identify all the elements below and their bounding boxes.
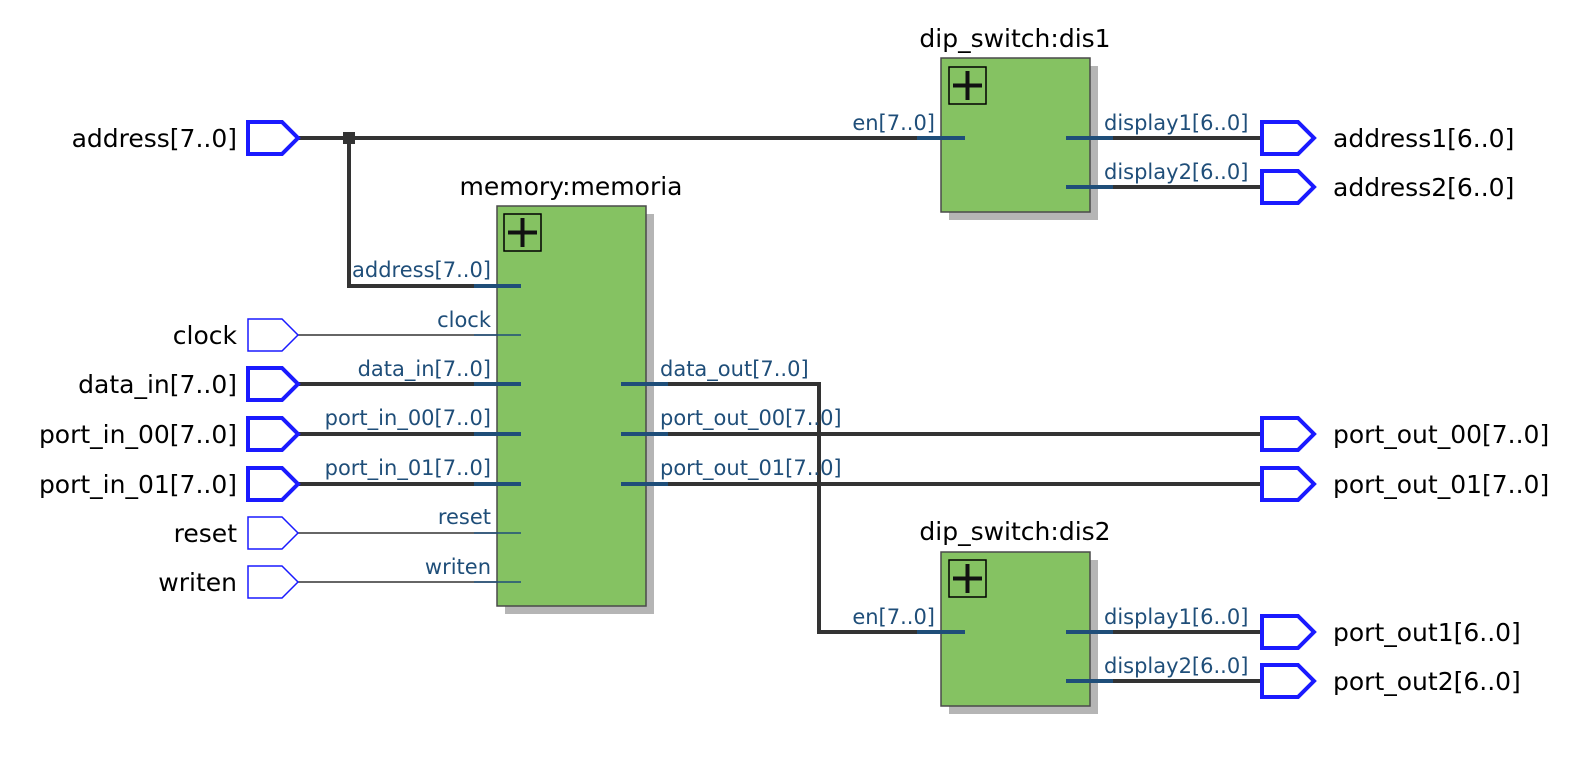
input-label-port-in-00: port_in_00[7..0]	[39, 420, 237, 449]
input-label-clock: clock	[173, 321, 238, 350]
input-label-reset: reset	[174, 519, 238, 548]
wire-data-out-to-dis2[interactable]	[646, 382, 940, 634]
pin-label-port-in-00: port_in_00[7..0]	[325, 406, 491, 431]
output-label-address2: address2[6..0]	[1333, 173, 1514, 202]
pin-label-port-out-01: port_out_01[7..0]	[660, 456, 842, 481]
wires	[298, 132, 1262, 683]
input-label-address: address[7..0]	[72, 124, 237, 153]
pin-label-en: en[7..0]	[852, 605, 935, 629]
pin-label-reset: reset	[438, 505, 491, 529]
pin-label-port-in-01: port_in_01[7..0]	[325, 456, 491, 481]
pin-label-display2: display2[6..0]	[1104, 160, 1248, 184]
output-port-port-out1[interactable]	[1260, 614, 1317, 650]
input-label-data-in: data_in[7..0]	[78, 370, 237, 399]
wire-junction	[343, 132, 355, 144]
output-port-port-out2[interactable]	[1260, 663, 1317, 699]
output-label-port-out1: port_out1[6..0]	[1333, 618, 1521, 647]
input-ports	[246, 120, 301, 599]
output-ports	[1260, 120, 1317, 699]
dis1-block-title: dip_switch:dis1	[919, 24, 1110, 53]
input-label-port-in-01: port_in_01[7..0]	[39, 470, 237, 499]
wire-address-to-memory[interactable]	[347, 138, 497, 288]
output-port-port-out-01[interactable]	[1260, 466, 1317, 502]
expand-icon[interactable]	[503, 213, 542, 252]
pin-label-port-out-00: port_out_00[7..0]	[660, 406, 842, 431]
expand-icon[interactable]	[948, 559, 987, 598]
input-port-data-in[interactable]	[246, 366, 301, 402]
pin-label-display1: display1[6..0]	[1104, 605, 1248, 629]
input-port-port-in-00[interactable]	[246, 416, 301, 452]
pin-label-display2: display2[6..0]	[1104, 654, 1248, 678]
pin-label-data-out: data_out[7..0]	[660, 357, 809, 382]
output-label-port-out-00: port_out_00[7..0]	[1333, 420, 1549, 449]
pin-label-display1: display1[6..0]	[1104, 111, 1248, 135]
pin-label-data-in: data_in[7..0]	[358, 357, 491, 382]
input-label-writen: writen	[158, 568, 237, 597]
output-port-address2[interactable]	[1260, 169, 1317, 205]
pin-label-en: en[7..0]	[852, 111, 935, 135]
output-port-port-out-00[interactable]	[1260, 416, 1317, 452]
pin-label-writen: writen	[425, 555, 491, 579]
output-label-address1: address1[6..0]	[1333, 124, 1514, 153]
output-label-port-out-01: port_out_01[7..0]	[1333, 470, 1549, 499]
input-port-reset[interactable]	[247, 516, 300, 550]
dis1-block[interactable]	[917, 57, 1113, 220]
expand-icon[interactable]	[948, 66, 987, 105]
pin-label-clock: clock	[437, 308, 492, 332]
input-port-port-in-01[interactable]	[246, 466, 301, 502]
input-port-writen[interactable]	[247, 565, 300, 599]
dis2-block[interactable]	[917, 551, 1113, 714]
pin-label-address: address[7..0]	[352, 258, 491, 282]
output-port-address1[interactable]	[1260, 120, 1317, 156]
input-port-clock[interactable]	[247, 318, 300, 352]
input-port-address[interactable]	[246, 120, 301, 156]
memory-block-title: memory:memoria	[460, 172, 683, 201]
dis2-block-title: dip_switch:dis2	[919, 517, 1110, 546]
memory-block[interactable]	[474, 205, 668, 614]
output-label-port-out2: port_out2[6..0]	[1333, 667, 1521, 696]
